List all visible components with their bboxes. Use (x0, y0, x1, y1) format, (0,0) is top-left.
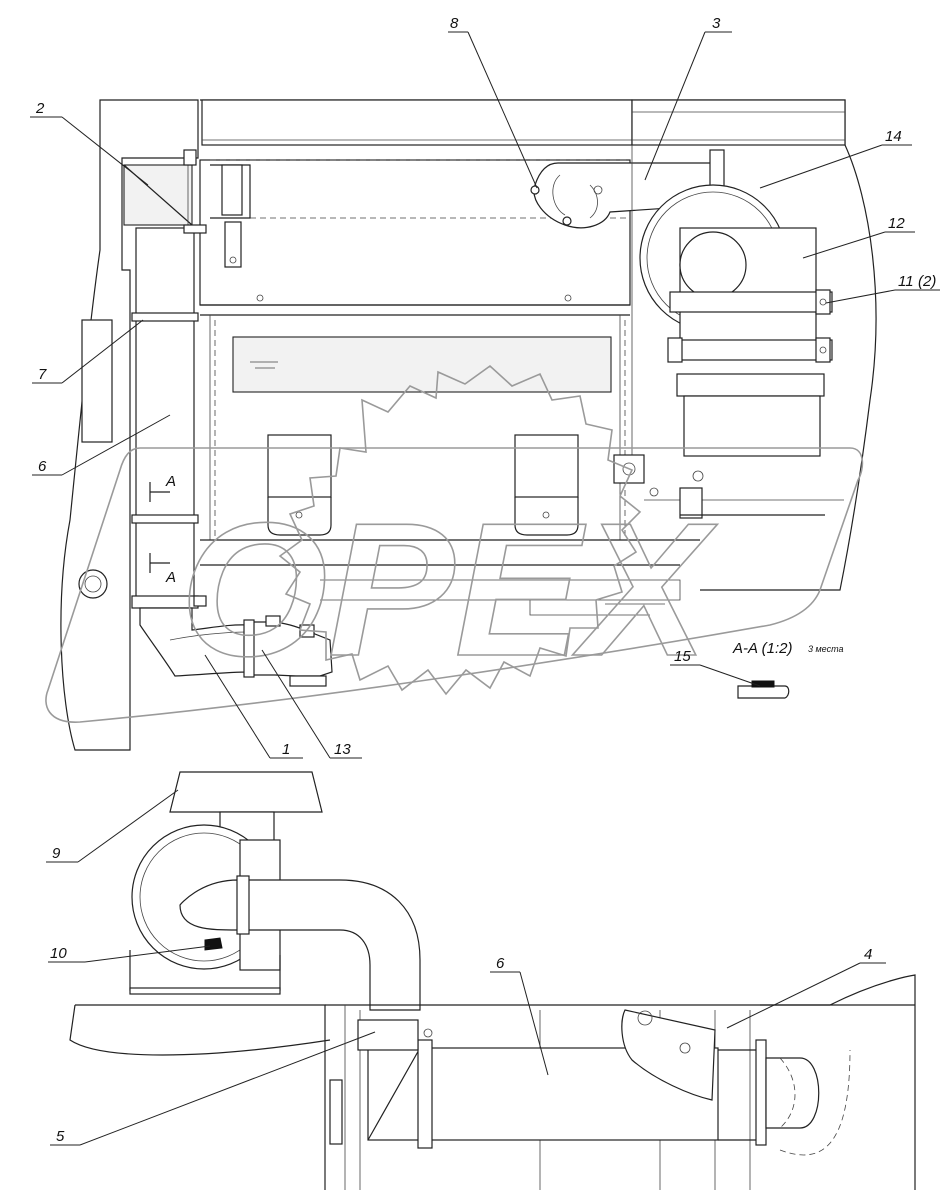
callout-5: 5 (56, 1128, 65, 1145)
callout-7: 7 (38, 366, 47, 383)
callout-1: 1 (282, 741, 290, 758)
callout-12: 12 (888, 215, 905, 232)
clamp-7 (131, 312, 199, 322)
bottom-frame (69, 1004, 331, 1190)
callout-8: 8 (450, 15, 459, 32)
filter-clamp-upper (669, 291, 833, 313)
right-panel-outline (200, 99, 877, 591)
callout-11-qty: (2) (918, 273, 936, 290)
callout-13: 13 (334, 741, 351, 758)
callout-6-bottom: 6 (496, 955, 505, 972)
section-detail (737, 685, 790, 699)
air-duct (533, 162, 716, 229)
section-marker-lower: A (165, 569, 176, 586)
callout-3: 3 (712, 15, 721, 32)
watermark-ribbon (45, 447, 864, 723)
top-beam-right (631, 99, 846, 146)
seat-mount-left (267, 434, 332, 498)
callouts: 8 3 14 12 11 (2) 2 7 6 1 (30, 15, 940, 1146)
callout-9: 9 (52, 845, 61, 862)
callout-11: 11 (898, 273, 914, 290)
callout-2: 2 (35, 100, 45, 117)
callout-6-top: 6 (38, 458, 47, 475)
outlet-adapter (621, 1009, 716, 1101)
callout-15: 15 (674, 648, 691, 665)
section-title: A-A (1:2) (732, 640, 792, 657)
outlet-end (765, 1057, 820, 1129)
top-view: A A (60, 99, 877, 751)
bottom-view (69, 771, 916, 1190)
watermark-gear (278, 364, 642, 696)
filter-bowl (676, 373, 825, 397)
callout-10: 10 (50, 945, 67, 962)
callout-14: 14 (885, 128, 902, 145)
clamp-mid (131, 514, 199, 524)
watermark-text: OPEX (180, 484, 718, 696)
section-marker-upper: A (165, 473, 176, 490)
seat-mount-right (514, 434, 579, 498)
callout-4: 4 (864, 946, 872, 963)
intake-elbow (139, 607, 251, 677)
top-beam (201, 99, 633, 146)
outlet-elbow (237, 879, 421, 1011)
pre-cleaner-cap (169, 771, 323, 813)
filter-clamp-lower (669, 339, 833, 361)
cross-member (232, 336, 612, 393)
section-note: 3 места (808, 644, 843, 654)
intake-pipe-vertical (135, 227, 195, 601)
